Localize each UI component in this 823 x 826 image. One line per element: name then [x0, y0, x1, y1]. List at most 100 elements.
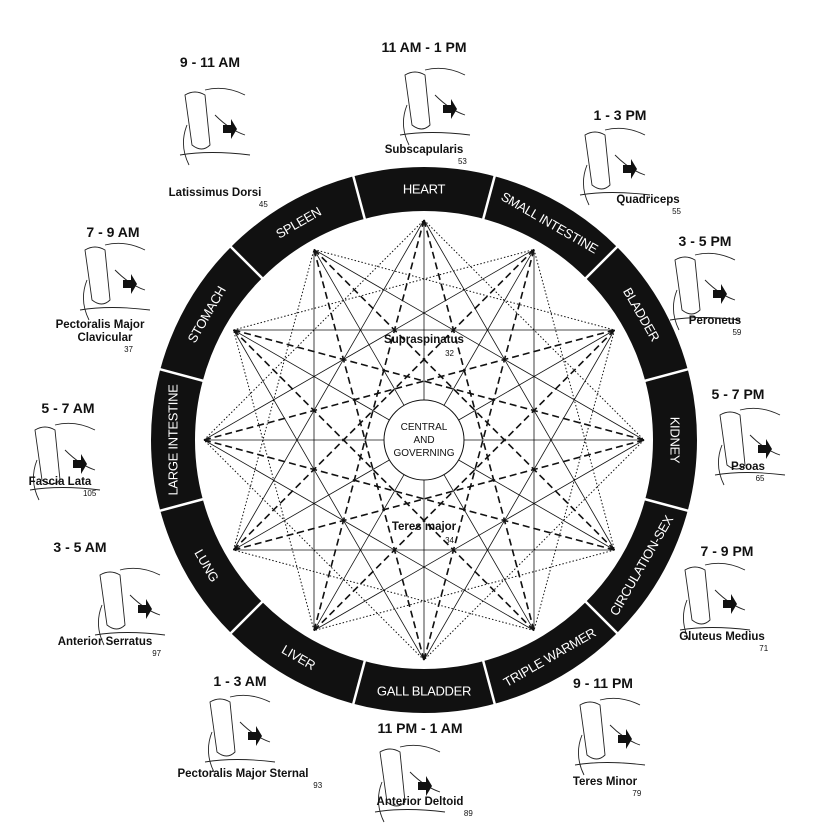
page-number: 55 [672, 207, 681, 216]
segment-divider [643, 497, 689, 513]
meridian-star-lines [203, 219, 645, 661]
segment-divider [481, 659, 497, 705]
pressure-arrow-icon [618, 729, 632, 749]
organ-label-kidney: KIDNEY [668, 417, 683, 464]
pressure-arrow-icon [123, 274, 137, 294]
dashed-star-line [423, 219, 535, 631]
segment-divider [643, 367, 689, 383]
muscle-name: Peroneus [689, 315, 741, 327]
pressure-arrow-icon [713, 284, 727, 304]
segment-divider [481, 175, 497, 221]
inner-muscle-number: 34 [445, 536, 454, 545]
dashed-star-line [313, 248, 616, 551]
time-range: 9 - 11 PM [573, 675, 633, 691]
muscle-test-illustration [29, 422, 101, 501]
dashed-star-line [233, 439, 645, 551]
pressure-arrow-icon [418, 776, 432, 796]
time-range: 5 - 7 PM [712, 386, 765, 402]
dotted-star-line [233, 248, 535, 331]
spoke-line [233, 329, 390, 421]
page-number: 89 [464, 809, 473, 818]
muscle-test-illustration [669, 252, 741, 331]
time-range: 7 - 9 AM [86, 224, 139, 240]
time-range: 7 - 9 PM [701, 543, 754, 559]
muscle-entry-pectoralis-major-sternal: 1 - 3 AM Pectoralis Major Sternal 93 [177, 673, 322, 790]
pressure-arrow-icon [73, 454, 87, 474]
segment-divider [229, 245, 264, 280]
time-range: 1 - 3 PM [594, 107, 647, 123]
muscle-name: Gluteus Medius [679, 631, 765, 643]
dotted-star-line [203, 219, 425, 441]
time-range: 3 - 5 AM [53, 539, 106, 555]
dotted-star-line [203, 439, 425, 661]
inner-muscle-number: 32 [445, 349, 454, 358]
segment-divider [584, 245, 619, 280]
pressure-arrow-icon [723, 594, 737, 614]
page-number: 37 [124, 345, 133, 354]
segment-divider [159, 497, 205, 513]
inner-muscle-name: Supraspinatus [384, 334, 464, 346]
time-range: 5 - 7 AM [41, 400, 94, 416]
dotted-star-line [313, 248, 615, 331]
muscle-test-illustration [374, 744, 446, 823]
dotted-star-line [533, 329, 616, 631]
page-number: 93 [313, 781, 322, 790]
dashed-star-line [232, 329, 535, 632]
time-range: 1 - 3 AM [213, 673, 266, 689]
time-range: 11 PM - 1 AM [377, 720, 462, 736]
muscle-name-line2: Clavicular [78, 332, 133, 344]
dotted-star-line [423, 219, 645, 441]
muscle-name: Psoas [731, 461, 765, 473]
spoke-line [313, 249, 405, 406]
segment-divider [229, 600, 264, 635]
muscle-name: Pectoralis Major Sternal [177, 768, 308, 780]
muscle-name: Teres Minor [573, 776, 638, 788]
muscle-name: Latissimus Dorsi [169, 187, 262, 199]
muscle-name: Subscapularis [385, 144, 464, 156]
dotted-star-line [533, 249, 616, 551]
dashed-star-line [423, 249, 535, 661]
center-label: AND [413, 435, 434, 446]
page-number: 79 [632, 789, 641, 798]
pressure-arrow-icon [248, 726, 262, 746]
dotted-star-line [313, 549, 615, 632]
organ-label-heart: HEART [403, 182, 446, 197]
dashed-star-line [203, 439, 615, 551]
time-range: 11 AM - 1 PM [381, 39, 466, 55]
muscle-test-illustration [94, 567, 166, 646]
muscle-test-illustration [574, 697, 646, 776]
time-range: 3 - 5 PM [679, 233, 732, 249]
muscle-test-illustration [399, 67, 471, 146]
muscle-name: Fascia Lata [29, 476, 92, 488]
muscle-test-illustration [204, 694, 276, 773]
dashed-star-line [313, 219, 425, 631]
page-number: 45 [259, 200, 268, 209]
time-range: 9 - 11 AM [180, 54, 240, 70]
page-number: 59 [732, 328, 741, 337]
muscle-test-illustration [579, 127, 651, 206]
pressure-arrow-icon [443, 99, 457, 119]
page-number: 53 [458, 157, 467, 166]
muscle-test-illustration [79, 242, 151, 321]
pressure-arrow-icon [138, 599, 152, 619]
dotted-star-line [232, 249, 315, 551]
central-governing-circle [383, 399, 465, 481]
dotted-star-line [232, 329, 315, 631]
dotted-star-line [423, 439, 645, 661]
segment-divider [159, 367, 205, 383]
pressure-arrow-icon [758, 439, 772, 459]
muscle-name: Anterior Deltoid [377, 796, 464, 808]
muscle-test-illustration [714, 407, 786, 486]
dashed-star-line [203, 329, 615, 441]
dashed-star-line [232, 248, 535, 551]
page-number: 97 [152, 649, 161, 658]
pressure-arrow-icon [623, 159, 637, 179]
muscle-test-illustration [679, 562, 751, 641]
